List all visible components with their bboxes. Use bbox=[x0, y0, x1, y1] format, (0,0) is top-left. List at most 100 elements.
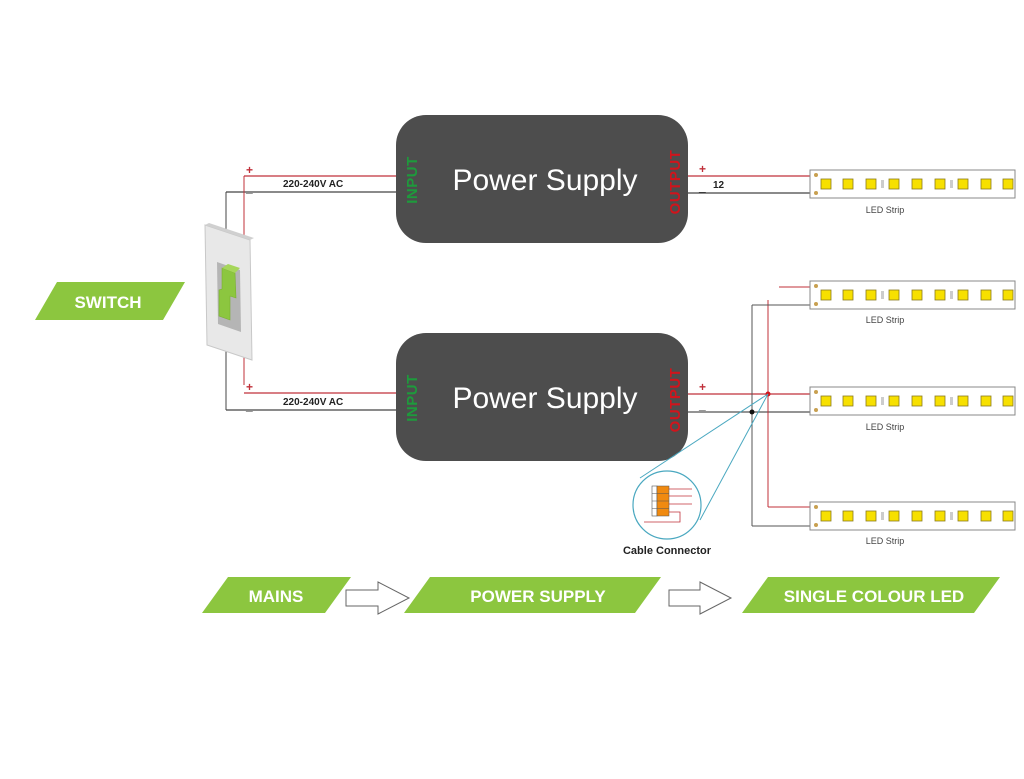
led-chip bbox=[957, 178, 969, 190]
cable-connector-label: Cable Connector bbox=[623, 545, 712, 557]
solder-pad bbox=[814, 284, 818, 288]
led-strip-label: LED Strip bbox=[866, 205, 905, 215]
resistor bbox=[881, 397, 884, 405]
switch-label: SWITCH bbox=[74, 293, 141, 312]
output-wires-psu1 bbox=[688, 175, 815, 194]
resistor bbox=[950, 180, 953, 188]
output-minus-sign: _ bbox=[698, 398, 706, 412]
input-minus-sign: _ bbox=[245, 181, 253, 195]
led-chip bbox=[888, 395, 900, 407]
led-chip bbox=[820, 289, 832, 301]
cable-connector-callout: Cable Connector bbox=[623, 393, 769, 557]
led-chip bbox=[842, 510, 854, 522]
led-chip bbox=[842, 289, 854, 301]
outline-right-arrow-icon bbox=[345, 581, 411, 615]
led-strips bbox=[809, 169, 1016, 531]
led-chip bbox=[911, 289, 923, 301]
resistor bbox=[950, 291, 953, 299]
solder-pad bbox=[814, 505, 818, 509]
led-chip bbox=[1002, 289, 1014, 301]
flow-step-power-supply: POWER SUPPLY bbox=[404, 577, 661, 613]
led-strip bbox=[809, 169, 1016, 199]
led-chip bbox=[980, 289, 992, 301]
led-chip bbox=[957, 510, 969, 522]
rocker-switch-icon[interactable] bbox=[204, 223, 254, 361]
led-chip bbox=[820, 178, 832, 190]
flow-step-label: SINGLE COLOUR LED bbox=[784, 587, 964, 606]
resistor bbox=[881, 291, 884, 299]
output-minus-sign: _ bbox=[698, 180, 706, 194]
led-chip bbox=[820, 395, 832, 407]
led-chip bbox=[888, 178, 900, 190]
input-label: INPUT bbox=[404, 156, 421, 204]
led-chip bbox=[1002, 178, 1014, 190]
led-chip bbox=[911, 178, 923, 190]
led-chip bbox=[888, 510, 900, 522]
output-label: OUTPUT bbox=[667, 368, 684, 433]
led-chip bbox=[957, 395, 969, 407]
input-plus-sign: + bbox=[246, 380, 253, 394]
psu-title: Power Supply bbox=[452, 164, 637, 197]
led-chip bbox=[911, 510, 923, 522]
led-chip bbox=[934, 178, 946, 190]
led-chip bbox=[865, 178, 877, 190]
flow-step-mains: MAINS bbox=[202, 577, 351, 613]
resistor bbox=[881, 512, 884, 520]
solder-pad bbox=[814, 408, 818, 412]
input-voltage-label: 220-240V AC bbox=[283, 397, 343, 408]
outline-right-arrow-icon bbox=[668, 581, 733, 615]
led-chip bbox=[865, 510, 877, 522]
power-supply-1: Power Supply INPUT OUTPUT bbox=[396, 115, 688, 243]
flow-step-label: POWER SUPPLY bbox=[470, 587, 606, 606]
solder-pad bbox=[814, 523, 818, 527]
resistor bbox=[881, 180, 884, 188]
led-chip bbox=[911, 395, 923, 407]
switch-banner: SWITCH bbox=[35, 282, 185, 320]
cable-connector-icon bbox=[644, 485, 692, 523]
input-plus-sign: + bbox=[246, 163, 253, 177]
solder-pad bbox=[814, 173, 818, 177]
input-voltage-label: 220-240V AC bbox=[283, 179, 343, 190]
led-strip bbox=[809, 386, 1016, 416]
resistor bbox=[950, 397, 953, 405]
led-strip bbox=[809, 280, 1016, 310]
flow-step-single-colour-led: SINGLE COLOUR LED bbox=[742, 577, 1000, 613]
output-voltage-label: 12 bbox=[713, 180, 725, 191]
input-label: INPUT bbox=[404, 374, 421, 422]
led-chip bbox=[934, 395, 946, 407]
led-chip bbox=[957, 289, 969, 301]
flow-step-label: MAINS bbox=[249, 587, 304, 606]
solder-pad bbox=[814, 302, 818, 306]
output-label: OUTPUT bbox=[667, 150, 684, 215]
psu-body bbox=[396, 115, 688, 243]
led-chip bbox=[934, 289, 946, 301]
mains-wires-psu1 bbox=[225, 175, 398, 410]
led-chip bbox=[980, 395, 992, 407]
psu-body bbox=[396, 333, 688, 461]
led-strip-label: LED Strip bbox=[866, 422, 905, 432]
negative-junction bbox=[749, 409, 755, 415]
led-chip bbox=[842, 395, 854, 407]
led-strip-label: LED Strip bbox=[866, 536, 905, 546]
led-chip bbox=[934, 510, 946, 522]
led-chip bbox=[820, 510, 832, 522]
mains-wires-psu2 bbox=[226, 392, 398, 411]
solder-pad bbox=[814, 390, 818, 394]
led-strip-label: LED Strip bbox=[866, 315, 905, 325]
led-chip bbox=[842, 178, 854, 190]
led-strip bbox=[809, 501, 1016, 531]
led-chip bbox=[1002, 510, 1014, 522]
input-minus-sign: _ bbox=[245, 399, 253, 413]
led-chip bbox=[865, 395, 877, 407]
output-plus-sign: + bbox=[699, 380, 706, 394]
led-chip bbox=[980, 510, 992, 522]
led-chip bbox=[980, 178, 992, 190]
resistor bbox=[950, 512, 953, 520]
output-plus-sign: + bbox=[699, 162, 706, 176]
led-chip bbox=[865, 289, 877, 301]
power-supply-2: Power Supply INPUT OUTPUT bbox=[396, 333, 688, 461]
psu-title: Power Supply bbox=[452, 382, 637, 415]
output-wires-psu2 bbox=[688, 286, 815, 527]
led-chip bbox=[1002, 395, 1014, 407]
